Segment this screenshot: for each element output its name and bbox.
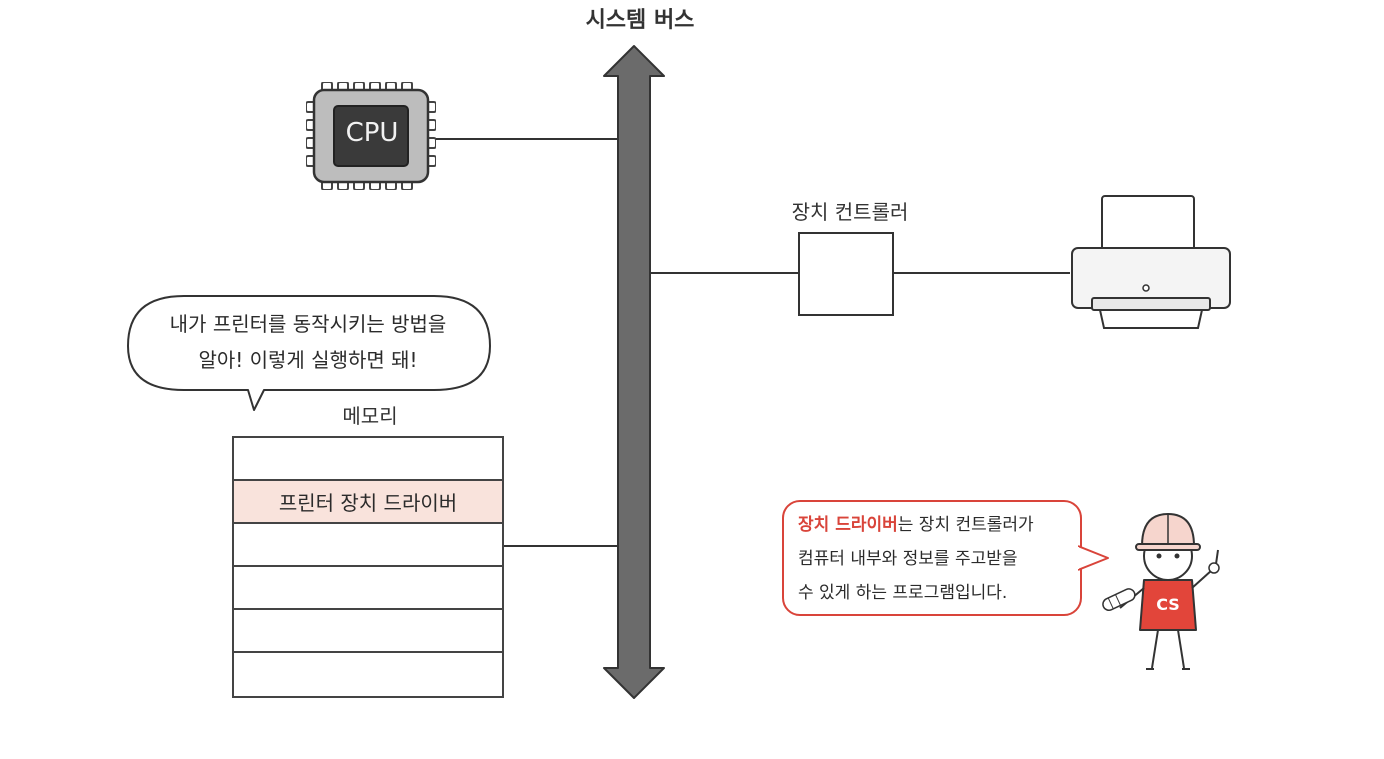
printer-icon — [1071, 195, 1231, 329]
speech-bubble — [127, 295, 491, 411]
memory-block: 프린터 장치 드라이버 — [232, 436, 504, 698]
memory-row — [234, 567, 502, 610]
memory-row-printer-driver: 프린터 장치 드라이버 — [234, 481, 502, 524]
explanation-callout — [782, 500, 1082, 616]
explanation-text: 장치 드라이버는 장치 컨트롤러가 컴퓨터 내부와 정보를 주고받을 수 있게 … — [798, 508, 1074, 610]
cs-mascot-icon: CS — [1102, 512, 1220, 670]
cpu-chip-icon — [306, 82, 436, 190]
speech-bubble-text: 내가 프린터를 동작시키는 방법을 알아! 이렇게 실행하면 돼! — [132, 306, 484, 378]
memory-row — [234, 610, 502, 653]
highlight-term: 장치 드라이버 — [798, 515, 898, 535]
explanation-line-1: 장치 드라이버는 장치 컨트롤러가 — [798, 508, 1074, 542]
device-controller-label: 장치 컨트롤러 — [791, 200, 909, 224]
memory-row — [234, 438, 502, 481]
explanation-line-3: 수 있게 하는 프로그램입니다. — [798, 583, 1008, 603]
memory-label: 메모리 — [342, 404, 398, 428]
system-bus-title: 시스템 버스 — [585, 8, 695, 33]
speech-line-1: 내가 프린터를 동작시키는 방법을 — [169, 312, 447, 336]
mascot-shirt-label: CS — [1156, 595, 1180, 614]
explanation-line-1-rest: 는 장치 컨트롤러가 — [897, 515, 1034, 535]
memory-row — [234, 524, 502, 567]
system-bus-arrow — [603, 45, 665, 699]
device-controller-box — [798, 232, 894, 316]
speech-line-2: 알아! 이렇게 실행하면 돼! — [198, 348, 418, 372]
callout-tail — [1078, 545, 1109, 571]
cpu-label: CPU — [345, 118, 399, 148]
explanation-line-2: 컴퓨터 내부와 정보를 주고받을 — [798, 549, 1018, 569]
memory-row — [234, 653, 502, 696]
